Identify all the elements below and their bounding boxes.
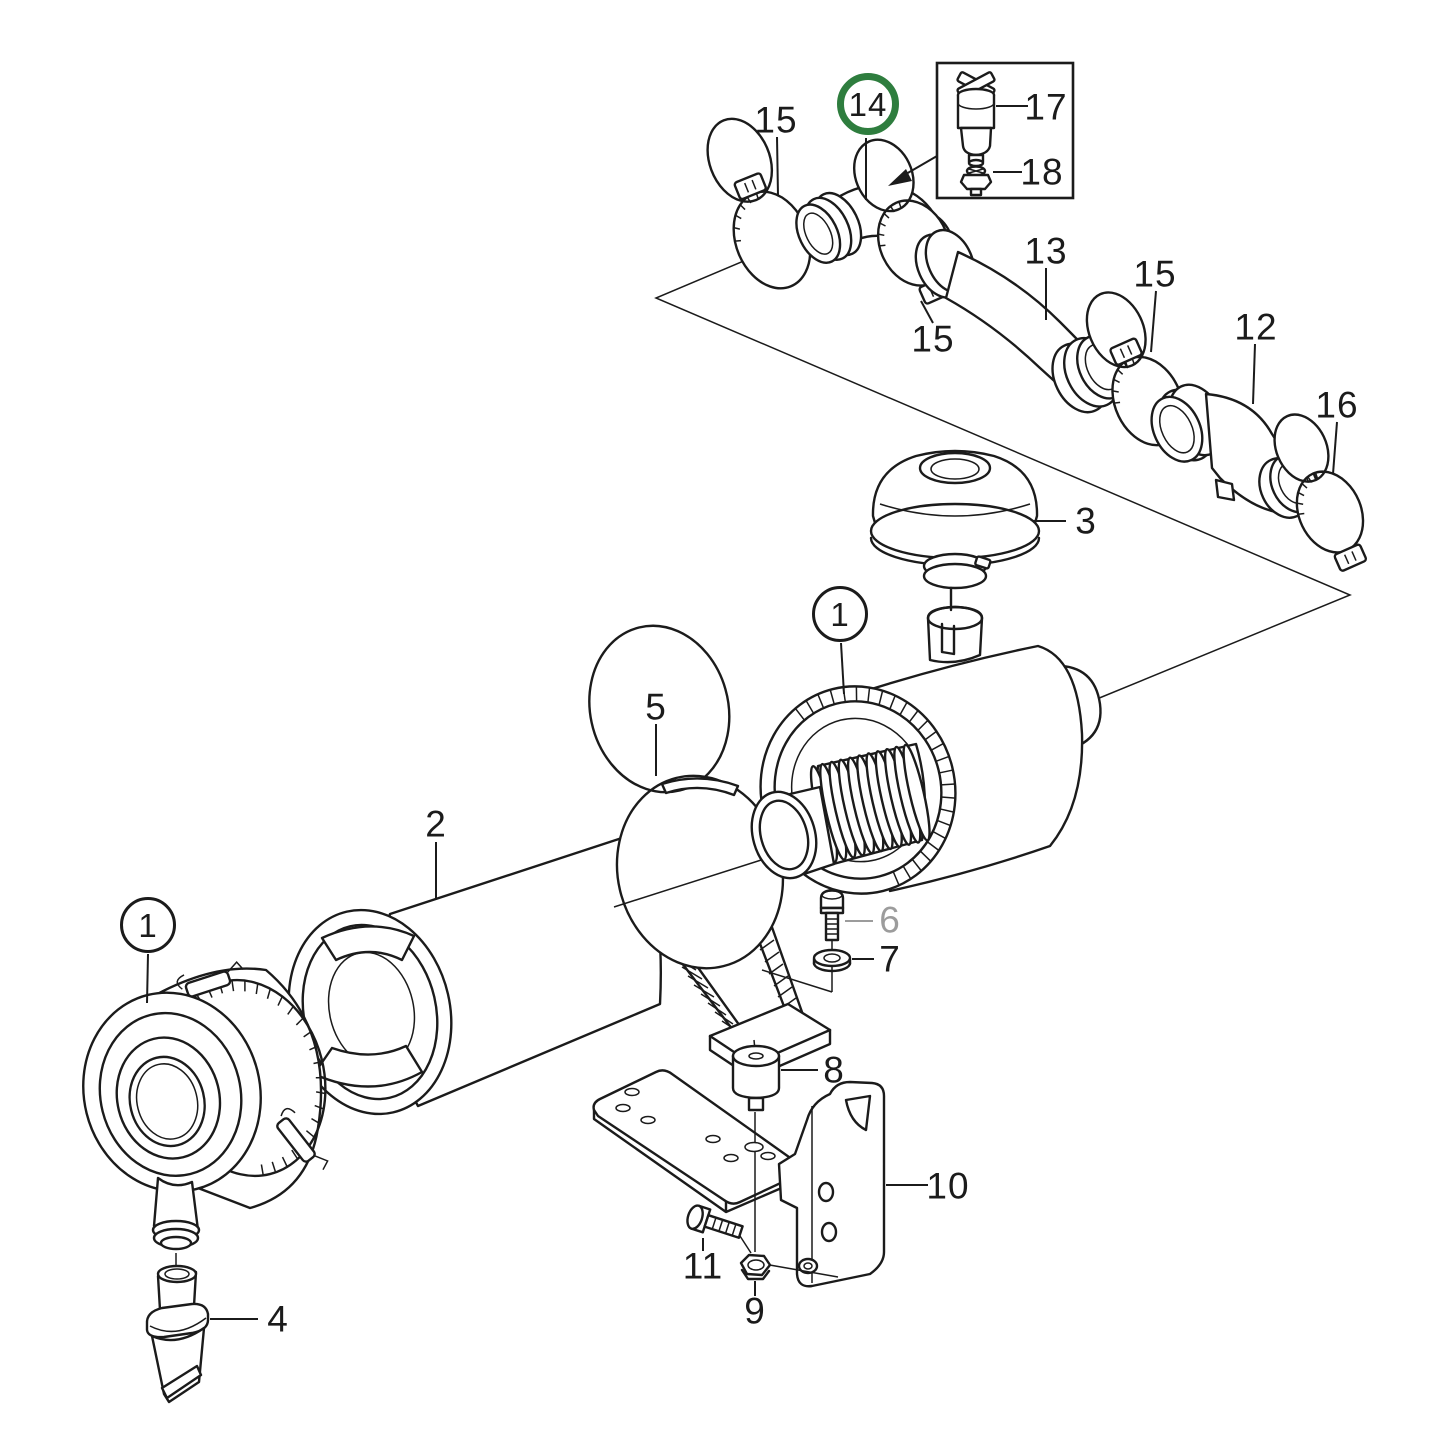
callout-6: 6 [879,899,901,941]
air-hose-12 [1150,383,1319,519]
pre-cleaner-cap-3 [869,449,1041,612]
bolt-6 [819,888,845,942]
nut-18 [959,165,993,197]
callout-14: 14 [837,73,899,135]
hose-clamp-16 [1273,413,1368,572]
valve-17 [956,71,996,168]
leader-lines [146,105,1338,1320]
nut-9 [739,1253,772,1281]
bolt-axis-line [739,1235,752,1254]
callout-2: 2 [425,803,447,845]
callout-1-left: 1 [120,897,176,953]
dust-ejector-4 [145,1264,210,1404]
callout-15-b: 15 [911,318,955,360]
hose-clamp-15a [706,117,812,290]
bolt-11 [686,1204,744,1239]
callout-10: 10 [926,1165,970,1207]
callout-5: 5 [645,686,667,728]
callout-16: 16 [1315,384,1359,426]
alignment-axis-lines [654,232,1352,702]
callout-8: 8 [823,1049,845,1091]
air-cleaner-assembly-1 [82,960,329,1283]
nut-axis-line [763,1263,839,1278]
air-cleaner-housing-1 [750,644,1102,895]
callout-15-a: 15 [754,99,798,141]
callout-1-center: 1 [812,586,868,642]
callout-3: 3 [1075,500,1097,542]
callout-13: 13 [1024,230,1068,272]
bracket-10 [777,1080,886,1288]
inset-arrow [888,155,938,186]
callout-15-c: 15 [1133,253,1177,295]
callout-18: 18 [1020,151,1064,193]
housing-inlet-stub [926,605,984,664]
filter-element-2 [287,834,663,1116]
callout-7: 7 [879,938,901,980]
bolt-washer-axis-line [761,941,833,993]
callout-11: 11 [682,1245,724,1287]
callout-4: 4 [267,1298,289,1340]
callout-12: 12 [1234,306,1278,348]
rubber-mount-8 [731,1039,781,1252]
inset-box [935,61,1075,200]
callout-17: 17 [1024,86,1068,128]
callout-9: 9 [744,1290,766,1332]
